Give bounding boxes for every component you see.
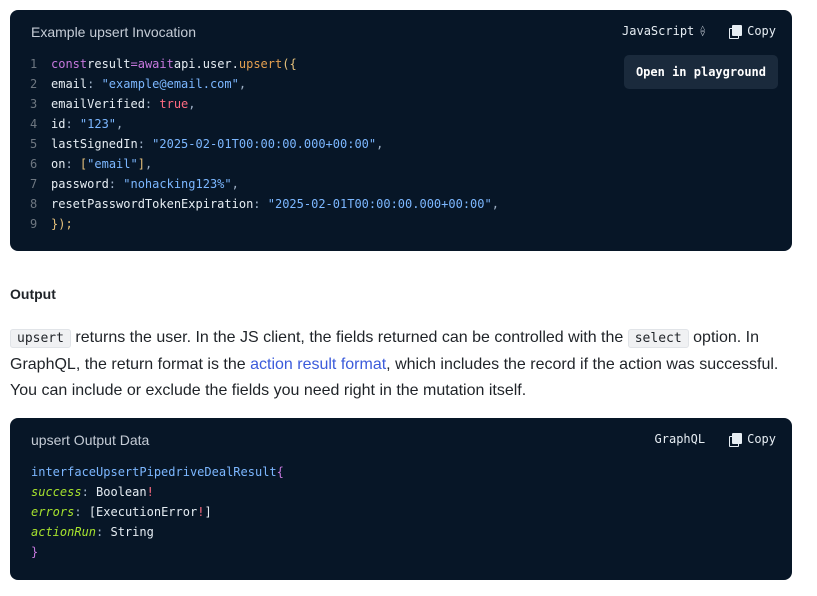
code-token: ExecutionError [96,505,198,519]
code-card-output: upsert Output Data GraphQL Copy interfac… [10,418,792,580]
code-token: ! [197,505,205,519]
card-actions: JavaScript △▽ Copy [622,23,776,39]
code-line: success: Boolean! [10,482,792,502]
language-label: GraphQL [654,432,706,446]
copy-label: Copy [747,24,776,38]
description-text: option. In GraphQL, the return format is… [10,329,759,373]
code-token: errors [31,505,75,519]
code-token: "123" [79,117,117,131]
code-line: 1 const result = await api.user.upsert({ [10,54,792,74]
card-actions: GraphQL Copy [654,432,776,447]
code-token: upsert [238,57,283,71]
line-number: 5 [30,137,38,151]
code-token: Boolean [96,485,147,499]
code-line: 5 lastSignedIn: "2025-02-01T00:00:00.000… [10,134,792,154]
line-number: 4 [30,117,38,131]
code-token: ! [146,485,154,499]
code-token: emailVerified [51,97,145,111]
code-token: } [31,545,39,559]
code-token: [ [88,505,97,519]
code-token: success [31,485,82,499]
code-line: 2 email: "example@email.com", [10,74,792,94]
copy-icon [729,24,743,39]
copy-button[interactable]: Copy [729,432,776,447]
code-token: = [130,57,138,71]
code-token: on [51,157,66,171]
copy-button[interactable]: Copy [729,24,776,39]
code-line: } [10,542,792,562]
language-select[interactable]: JavaScript △▽ [622,23,706,39]
code-card-invocation: Example upsert Invocation JavaScript △▽ … [10,10,792,251]
code-token: String [110,525,154,539]
code-token: const [51,57,88,71]
code-token: }); [51,217,73,231]
code-token: lastSignedIn [51,137,138,151]
line-number: 9 [30,217,38,231]
code-line: interface UpsertPipedriveDealResult { [10,462,792,482]
code-token: resetPasswordTokenExpiration [51,197,254,211]
code-token: "nohacking123%" [123,177,232,191]
line-number: 2 [30,77,38,91]
code-line: 9}); [10,214,792,234]
code-line: 4 id: "123", [10,114,792,134]
code-line: 6 on: ["email"], [10,154,792,174]
description-text: , which includes the record if the actio… [10,356,779,399]
code-token: "email" [87,157,138,171]
code-block: interface UpsertPipedriveDealResult { su… [10,462,792,562]
card-title: Example upsert Invocation [31,24,196,40]
code-token: result [87,57,131,71]
code-token: true [159,97,189,111]
line-number: 3 [30,97,38,111]
code-token: email [51,77,88,91]
code-line: 3 emailVerified: true, [10,94,792,114]
code-line: 7 password: "nohacking123%", [10,174,792,194]
language-label: JavaScript [622,24,695,38]
code-token: "example@email.com" [101,77,239,91]
line-number: 6 [30,157,38,171]
code-token: "2025-02-01T00:00:00.000+00:00" [267,197,492,211]
output-heading: Output [10,286,56,302]
code-token: api.user. [173,57,239,71]
code-token: password [51,177,109,191]
code-token: await [137,57,174,71]
code-token: { [276,465,284,479]
code-token: ({ [282,57,297,71]
code-token: ] [204,505,212,519]
output-description: upsert returns the user. In the JS clien… [10,325,800,404]
action-result-format-link[interactable]: action result format [250,356,387,373]
code-line: 8 resetPasswordTokenExpiration: "2025-02… [10,194,792,214]
code-token: id [51,117,66,131]
card-title: upsert Output Data [31,432,150,448]
line-number: 7 [30,177,38,191]
copy-label: Copy [747,432,776,446]
code-token: "2025-02-01T00:00:00.000+00:00" [152,137,377,151]
code-line: errors: [ExecutionError!] [10,502,792,522]
inline-code-upsert: upsert [10,329,71,348]
chevron-updown-icon: △▽ [700,23,706,38]
code-token: UpsertPipedriveDealResult [96,465,277,479]
code-token: interface [31,465,97,479]
line-number: 8 [30,197,38,211]
line-number: 1 [30,57,38,71]
inline-code-select: select [627,329,689,348]
code-line: actionRun: String [10,522,792,542]
code-token: actionRun [31,525,97,539]
description-text: returns the user. In the JS client, the … [70,329,628,346]
open-in-playground-button[interactable]: Open in playground [623,55,778,89]
copy-icon [729,432,743,447]
